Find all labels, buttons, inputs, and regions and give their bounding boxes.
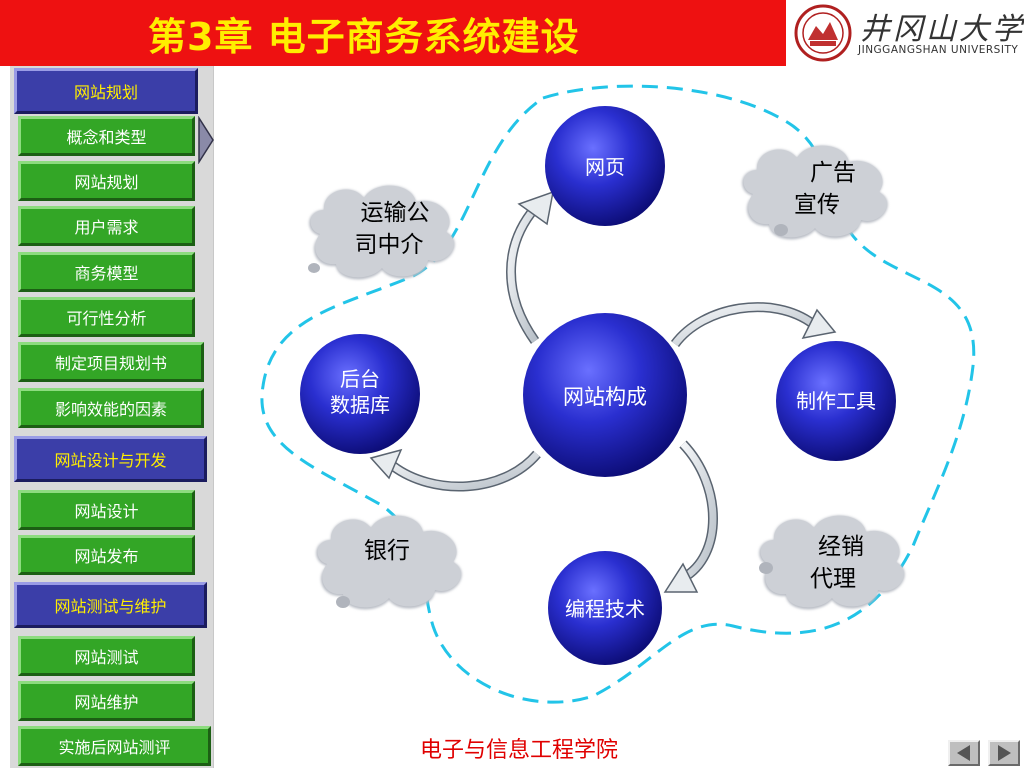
page-title: 第3章 电子商务系统建设 <box>148 15 580 59</box>
sidebar-section-website-planning[interactable]: 网站规划 <box>14 68 198 114</box>
university-logo: 井冈山大学 JINGGANGSHAN UNIVERSITY <box>786 0 1024 66</box>
node-webpage[interactable]: 网页 <box>545 106 665 226</box>
cloud-distribution <box>759 515 905 610</box>
sidebar-item-website-publish[interactable]: 网站发布 <box>18 535 195 575</box>
cloud-bank <box>316 515 462 610</box>
sidebar-item-feasibility[interactable]: 可行性分析 <box>18 297 195 337</box>
university-name-en: JINGGANGSHAN UNIVERSITY <box>858 44 1019 56</box>
sidebar-item-website-maintain[interactable]: 网站维护 <box>18 681 195 721</box>
node-database[interactable]: 后台 数据库 <box>300 334 420 454</box>
cloud-transport <box>308 185 455 280</box>
cloud-advertising <box>742 145 888 240</box>
prev-slide-button[interactable] <box>948 740 980 766</box>
triangle-left-icon <box>957 745 970 761</box>
sidebar-section-design-dev[interactable]: 网站设计与开发 <box>14 436 207 482</box>
arrow-to-database <box>369 448 541 492</box>
sidebar-item-website-design[interactable]: 网站设计 <box>18 490 195 530</box>
node-center-label: 网站构成 <box>563 385 647 409</box>
cloud-advertising-label-2: 宣传 <box>794 192 840 218</box>
university-name-cn: 井冈山大学 <box>860 12 1024 47</box>
cloud-distribution-label-2: 代理 <box>810 566 856 592</box>
node-webpage-label: 网页 <box>585 155 625 179</box>
university-seal-icon <box>794 4 852 62</box>
arrow-to-programming <box>663 440 718 593</box>
node-programming[interactable]: 编程技术 <box>548 551 662 665</box>
sidebar: 网站规划 概念和类型 网站规划 用户需求 商务模型 可行性分析 制定项目规划书 … <box>10 66 214 768</box>
header-bar: 第3章 电子商务系统建设 井冈山大学 JINGGANGSHAN UNIVERSI… <box>0 0 1024 66</box>
sidebar-item-business-model[interactable]: 商务模型 <box>18 252 195 292</box>
sidebar-section-test-maintain[interactable]: 网站测试与维护 <box>14 582 207 628</box>
sidebar-item-efficiency-factors[interactable]: 影响效能的因素 <box>18 388 204 428</box>
footer-college-name: 电子与信息工程学院 <box>420 738 619 763</box>
selected-pointer-icon <box>198 116 214 164</box>
sidebar-item-user-needs[interactable]: 用户需求 <box>18 206 195 246</box>
node-center[interactable]: 网站构成 <box>523 313 687 477</box>
arrow-to-webpage <box>506 190 554 344</box>
node-database-label-1: 后台 <box>340 367 380 391</box>
sidebar-item-website-planning[interactable]: 网站规划 <box>18 161 195 201</box>
triangle-right-icon <box>998 745 1011 761</box>
node-tools[interactable]: 制作工具 <box>776 341 896 461</box>
arrow-to-tools <box>670 302 837 348</box>
sidebar-item-project-plan[interactable]: 制定项目规划书 <box>18 342 204 382</box>
cloud-transport-label-2: 司中介 <box>355 232 424 258</box>
website-composition-diagram: 网页 制作工具 编程技术 后台 数据库 网站构成 运输公 司中介 广告 宣传 银… <box>260 84 976 704</box>
node-database-label-2: 数据库 <box>330 393 390 417</box>
cloud-advertising-label-1: 广告 <box>810 160 856 186</box>
next-slide-button[interactable] <box>988 740 1020 766</box>
cloud-distribution-label-1: 经销 <box>818 534 864 560</box>
node-programming-label: 编程技术 <box>565 597 645 621</box>
node-tools-label: 制作工具 <box>796 389 876 413</box>
sidebar-item-post-evaluation[interactable]: 实施后网站测评 <box>18 726 211 766</box>
cloud-bank-label: 银行 <box>364 538 410 564</box>
cloud-transport-label-1: 运输公 <box>361 200 430 226</box>
sidebar-item-website-test[interactable]: 网站测试 <box>18 636 195 676</box>
sidebar-item-concepts-types[interactable]: 概念和类型 <box>18 116 195 156</box>
